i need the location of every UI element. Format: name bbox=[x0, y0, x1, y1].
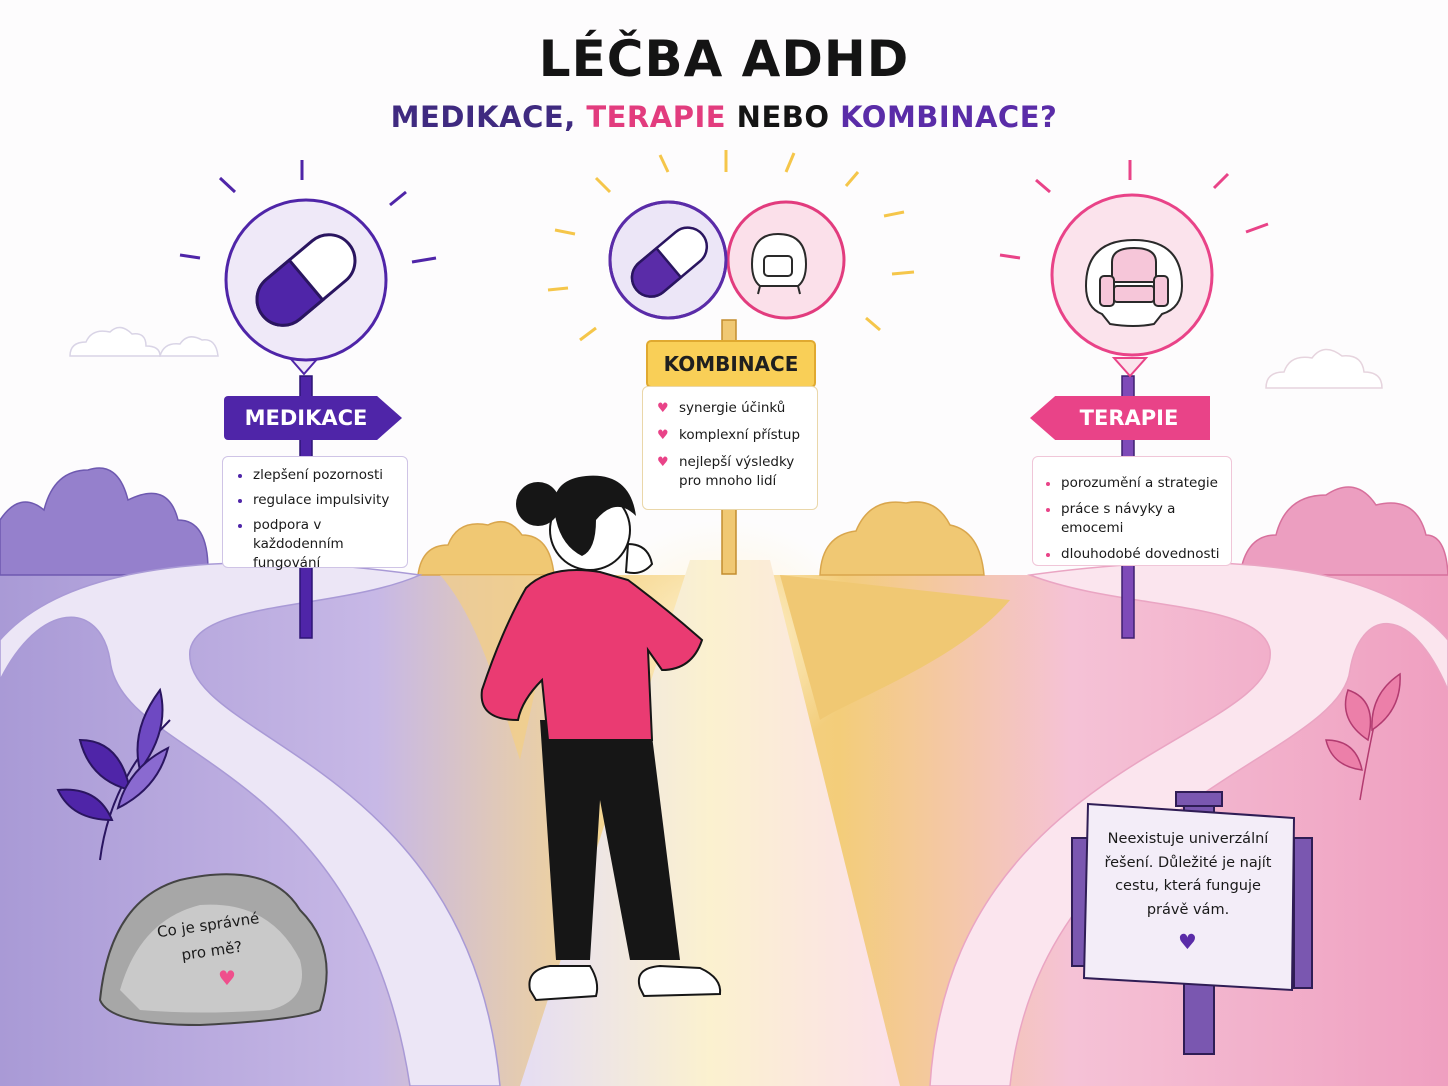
heart-icon: ♥ bbox=[218, 966, 236, 990]
heart-icon: ♥ bbox=[1178, 930, 1197, 954]
bush-left bbox=[0, 467, 221, 576]
pill-icon bbox=[630, 226, 709, 298]
cloud bbox=[1265, 348, 1383, 389]
list-item: nejlepší výsledky pro mnoho lidí bbox=[657, 453, 811, 491]
list-item: porozumění a strategie bbox=[1046, 474, 1225, 493]
medikace-bubble bbox=[179, 160, 437, 376]
terapie-card: porozumění a strategie práce s návyky a … bbox=[1032, 456, 1232, 566]
armchair-icon bbox=[750, 232, 808, 295]
list-item: komplexní přístup bbox=[657, 426, 811, 445]
terapie-bubble bbox=[999, 160, 1269, 378]
kombinace-bubble bbox=[547, 150, 915, 342]
terapie-sign: TERAPIE bbox=[1030, 396, 1210, 440]
bush-right bbox=[1239, 486, 1448, 576]
list-item: dlouhodobé dovednosti bbox=[1046, 545, 1225, 564]
board-text: Neexistuje univerzální řešení. Důležité … bbox=[1104, 831, 1272, 918]
subtitle-kombinace: KOMBINACE? bbox=[840, 100, 1058, 134]
list-item: zlepšení pozornosti bbox=[238, 466, 399, 485]
cloud bbox=[69, 326, 161, 357]
plant-right bbox=[1325, 672, 1401, 801]
wooden-board bbox=[1071, 791, 1313, 1055]
kombinace-sign: KOMBINACE bbox=[646, 340, 816, 388]
pill-icon bbox=[255, 233, 357, 327]
list-item: podpora v každodenním fungování bbox=[238, 516, 399, 573]
bush-left-yellow bbox=[417, 520, 555, 576]
right-field bbox=[780, 575, 1010, 720]
list-item: práce s návyky a emocemi bbox=[1046, 500, 1225, 538]
plant-left bbox=[56, 687, 171, 861]
right-path bbox=[929, 562, 1448, 1086]
page-subtitle: MEDIKACE, TERAPIE NEBO KOMBINACE? bbox=[0, 100, 1448, 134]
center-path bbox=[520, 560, 900, 1086]
list-item: regulace impulsivity bbox=[238, 491, 399, 510]
page-title: LÉČBA ADHD bbox=[538, 30, 910, 88]
subtitle-medikace: MEDIKACE, bbox=[390, 100, 576, 134]
list-item: synergie účinků bbox=[657, 399, 811, 418]
medikace-card: zlepšení pozornosti regulace impulsivity… bbox=[222, 456, 408, 571]
cloud bbox=[159, 336, 219, 357]
medikace-sign: MEDIKACE bbox=[224, 396, 402, 440]
subtitle-terapie: TERAPIE bbox=[586, 100, 727, 134]
person bbox=[480, 475, 722, 1002]
armchair-icon bbox=[1084, 238, 1184, 327]
bush-right-yellow bbox=[819, 501, 985, 576]
kombinace-card: synergie účinků komplexní přístup nejlep… bbox=[642, 386, 818, 510]
subtitle-nebo: NEBO bbox=[736, 100, 830, 134]
rock bbox=[98, 873, 328, 1027]
